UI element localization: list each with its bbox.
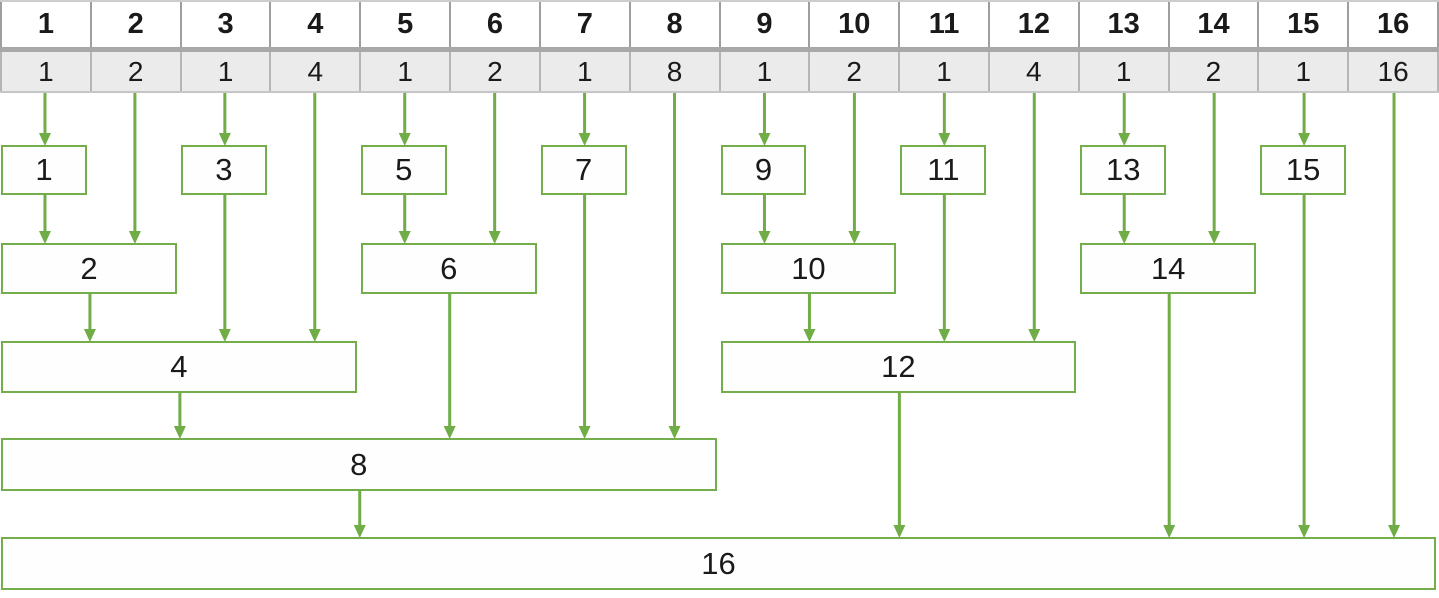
column-arrow-7 (578, 93, 591, 146)
index-cell-6: 6 (449, 2, 539, 47)
index-cell-13: 13 (1077, 2, 1168, 47)
parent-arrow-10-to-12 (803, 294, 816, 342)
tree-box-16: 16 (1, 537, 1436, 590)
parent-arrow-7-to-8 (578, 195, 591, 439)
lowbit-cell-13: 1 (1077, 52, 1168, 91)
column-arrow-13 (1118, 93, 1131, 146)
index-cell-7: 7 (538, 2, 629, 47)
index-cell-16: 16 (1347, 2, 1439, 47)
parent-arrow-8-to-16 (353, 491, 366, 538)
tree-box-13: 13 (1080, 145, 1167, 195)
header-divider (0, 47, 1439, 52)
lowbit-cell-6: 2 (449, 52, 539, 91)
column-arrow-1 (38, 93, 51, 146)
column-arrow-9 (758, 93, 771, 146)
parent-arrow-12-to-16 (893, 393, 906, 538)
lowbit-cell-16: 16 (1347, 52, 1439, 91)
parent-arrow-4-to-8 (173, 393, 186, 439)
parent-arrow-11-to-12 (938, 195, 951, 342)
index-cell-1: 1 (0, 2, 90, 47)
index-cell-10: 10 (808, 2, 899, 47)
tree-box-7: 7 (540, 145, 627, 195)
tree-box-1: 1 (1, 145, 87, 195)
index-cell-12: 12 (987, 2, 1078, 47)
column-arrow-15 (1298, 93, 1311, 146)
index-cell-14: 14 (1167, 2, 1258, 47)
tree-box-10: 10 (720, 243, 897, 294)
index-cell-15: 15 (1257, 2, 1348, 47)
index-cell-9: 9 (718, 2, 809, 47)
parent-arrow-15-to-16 (1298, 195, 1311, 538)
column-arrow-6 (488, 93, 501, 244)
parent-arrow-9-to-10 (758, 195, 771, 244)
tree-box-3: 3 (180, 145, 267, 195)
tree-box-15: 15 (1260, 145, 1347, 195)
lowbit-cell-2: 2 (89, 52, 180, 91)
tree-box-12: 12 (720, 341, 1077, 393)
tree-box-8: 8 (1, 438, 717, 491)
column-arrow-8 (668, 93, 681, 439)
index-cell-8: 8 (628, 2, 719, 47)
tree-box-11: 11 (900, 145, 987, 195)
tree-box-2: 2 (1, 243, 177, 294)
parent-arrow-5-to-6 (398, 195, 411, 244)
column-arrow-3 (218, 93, 231, 146)
column-arrow-2 (128, 93, 141, 244)
column-arrow-5 (398, 93, 411, 146)
lowbit-cell-8: 8 (628, 52, 719, 91)
index-cell-4: 4 (269, 2, 360, 47)
lowbit-cell-7: 1 (538, 52, 629, 91)
parent-arrow-13-to-14 (1118, 195, 1131, 244)
lowbit-cell-11: 1 (898, 52, 988, 91)
column-arrow-4 (308, 93, 321, 342)
tree-box-6: 6 (360, 243, 537, 294)
lowbit-cell-15: 1 (1257, 52, 1348, 91)
tree-box-14: 14 (1080, 243, 1257, 294)
column-arrow-16 (1388, 93, 1401, 538)
index-cell-2: 2 (89, 2, 180, 47)
column-arrow-14 (1208, 93, 1221, 244)
parent-arrow-6-to-8 (443, 294, 456, 439)
index-cell-3: 3 (179, 2, 270, 47)
parent-arrow-1-to-2 (38, 195, 51, 244)
lowbit-cell-14: 2 (1167, 52, 1258, 91)
column-arrow-10 (848, 93, 861, 244)
tree-box-9: 9 (720, 145, 807, 195)
parent-arrow-2-to-4 (83, 294, 96, 342)
lowbit-cell-9: 1 (718, 52, 809, 91)
index-cell-5: 5 (359, 2, 450, 47)
lowbit-cell-4: 4 (269, 52, 360, 91)
tree-box-4: 4 (1, 341, 357, 393)
lowbit-cell-5: 1 (359, 52, 450, 91)
lowbit-cell-10: 2 (808, 52, 899, 91)
column-arrow-12 (1028, 93, 1041, 342)
parent-arrow-3-to-4 (218, 195, 231, 342)
column-arrow-11 (938, 93, 951, 146)
parent-arrow-14-to-16 (1163, 294, 1176, 538)
lowbit-cell-1: 1 (0, 52, 90, 91)
index-cell-11: 11 (898, 2, 988, 47)
lowbit-cell-12: 4 (987, 52, 1078, 91)
lowbit-cell-3: 1 (179, 52, 270, 91)
tree-box-5: 5 (360, 145, 447, 195)
